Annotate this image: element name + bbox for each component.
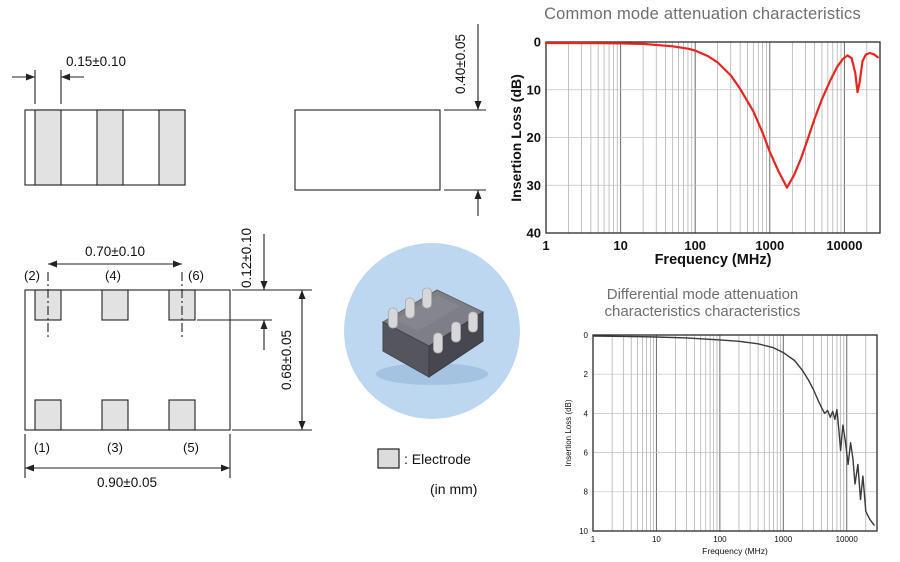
electrode-pad [34,399,62,431]
svg-text:8: 8 [584,488,589,497]
electrode-stripe [34,109,62,186]
electrode-stripe [96,109,124,186]
units-note: (in mm) [430,481,477,497]
terminal-label-1: (1) [34,440,50,455]
terminal-label-3: (3) [107,440,123,455]
svg-text:1: 1 [542,238,549,253]
svg-text:20: 20 [527,130,541,145]
dim-thickness-label: 0.40±0.05 [453,34,468,94]
svg-text:10: 10 [527,82,541,97]
electrode-pad [101,289,129,321]
svg-text:4: 4 [584,409,589,418]
dim-electrode-width-label: 0.15±0.10 [66,54,126,69]
dimension-drawings: 0.15±0.10 0.40±0.05 0.70±0.10 [12,24,520,497]
bottom-view-drawing: 0.70±0.10 (2) (4) (6) (1) (3) (5) 0.12±0… [24,228,312,490]
electrode-pad [101,399,129,431]
terminal-label-4: (4) [105,268,121,283]
differential-mode-chart-title: Differential mode attenuation characteri… [505,286,900,320]
svg-text:1000: 1000 [774,535,792,544]
svg-text:10: 10 [652,535,661,544]
dim-pad-depth-label: 0.12±0.10 [239,228,254,288]
svg-text:10000: 10000 [836,535,859,544]
common-mode-x-axis-label: Frequency (MHz) [655,252,772,268]
top-view-drawing: 0.15±0.10 [12,54,186,186]
component-sheen [395,295,460,331]
dim-body-width-label: 0.90±0.05 [97,475,157,490]
electrode-legend: : Electrode (in mm) [377,448,477,497]
terminal-label-5: (5) [183,440,199,455]
svg-text:1000: 1000 [755,238,784,253]
differential-title-line-2: characteristics characteristics [604,303,801,320]
svg-text:6: 6 [584,449,589,458]
differential-x-axis-label: Frequency (MHz) [702,546,768,556]
terminal-label-2: (2) [24,268,40,283]
electrode-stripe [158,109,186,186]
common-mode-y-axis-label: Insertion Loss (dB) [508,74,524,202]
dim-pad-span-label: 0.70±0.10 [85,244,145,259]
common-mode-chart: 0 10 20 30 401 10 100 1000 10000 Insertion Loss … [508,35,881,268]
side-view-drawing: 0.40±0.05 [294,24,486,216]
electrode-legend-swatch [377,448,400,469]
common-mode-chart-title: Common mode attenuation characteristics [544,5,861,23]
differential-title-line-1: Differential mode attenuation [606,286,799,303]
svg-text:30: 30 [527,178,541,193]
svg-text:100: 100 [684,238,706,253]
svg-text:10: 10 [579,527,588,536]
svg-text:1: 1 [591,535,596,544]
terminal-label-6: (6) [188,268,204,283]
svg-text:10: 10 [613,238,627,253]
differential-y-axis-label: Insertion Loss (dB) [564,399,573,466]
svg-text:10000: 10000 [826,238,862,253]
product-photo [344,243,520,419]
component-electrodes [388,287,478,354]
svg-text:2: 2 [584,370,589,379]
svg-text:100: 100 [713,535,727,544]
svg-text:40: 40 [527,226,541,241]
svg-text:0: 0 [584,331,589,340]
charts-panel: Common mode attenuation characteristics … [505,0,900,562]
electrode-pad [168,399,196,431]
dim-body-depth-label: 0.68±0.05 [279,330,294,390]
svg-text:0: 0 [534,35,541,50]
electrode-legend-label: : Electrode [404,451,471,467]
